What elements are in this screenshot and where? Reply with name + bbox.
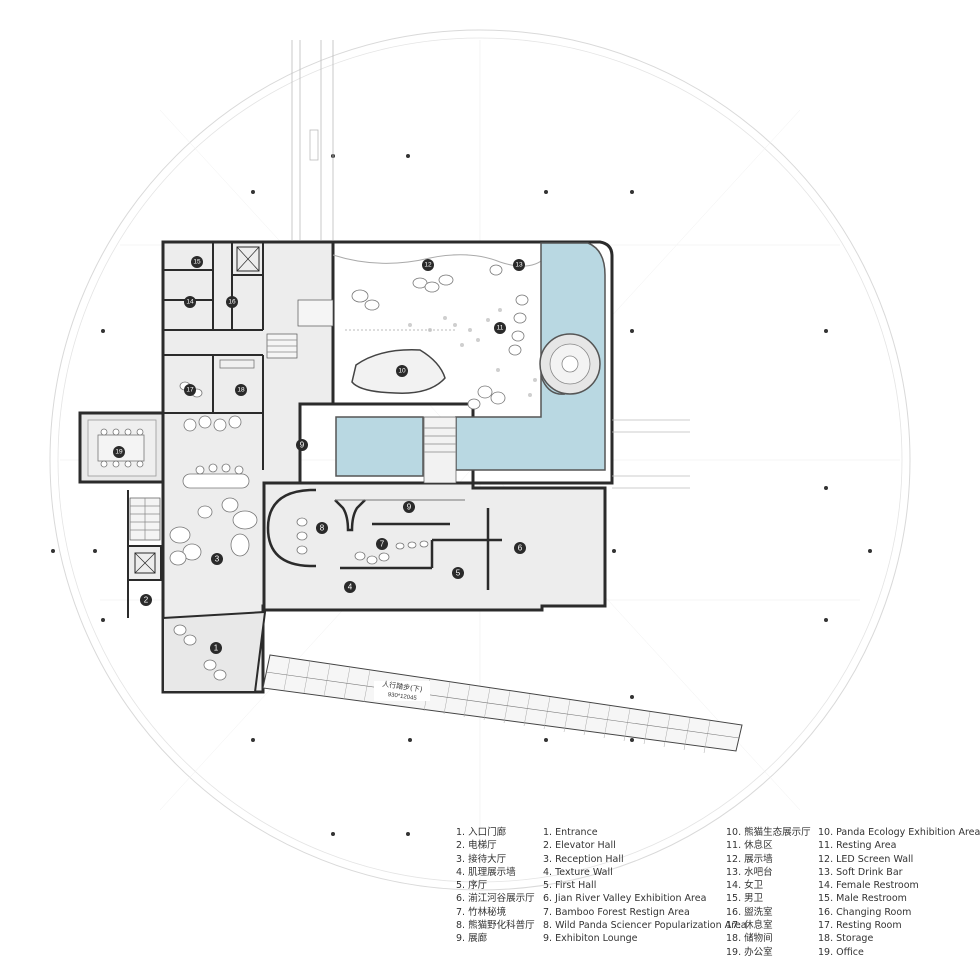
legend-item: 14. Female Restroom xyxy=(818,880,919,892)
legend-item: 14. 女卫 xyxy=(726,880,764,892)
svg-text:11: 11 xyxy=(497,325,504,332)
interior-walls xyxy=(124,242,264,618)
legend-cn-col1: 1. 入口门廊 2. 电梯厅 3. 接待大厅 4. 肌理展示墙 5. 序厅 6.… xyxy=(456,826,535,946)
svg-text:6: 6 xyxy=(518,544,523,553)
legend-item: 19. 办公室 xyxy=(726,946,773,958)
legend-item: 17. 休息室 xyxy=(726,920,773,932)
legend-item: 16. 盥洗室 xyxy=(726,906,773,918)
gallery-walls xyxy=(266,488,502,590)
legend-item: 1. 入口门廊 xyxy=(456,827,507,838)
svg-text:13: 13 xyxy=(515,262,523,269)
room-number-9a: 9 xyxy=(296,439,308,451)
svg-text:2: 2 xyxy=(144,596,149,605)
room-number-10: 10 xyxy=(396,365,408,377)
svg-text:9: 9 xyxy=(300,441,305,450)
legend-item: 13. 水吧台 xyxy=(726,866,773,878)
legend-item: 10. 熊猫生态展示厅 xyxy=(726,827,811,838)
legend-item: 17. Resting Room xyxy=(818,920,902,932)
room-number-14: 14 xyxy=(184,296,196,308)
legend-item: 9. 展廊 xyxy=(456,933,488,945)
legend-item: 18. Storage xyxy=(818,933,874,945)
central-stair xyxy=(423,416,457,484)
legend-en-col2: 10. Panda Ecology Exhibition Area 11. Re… xyxy=(818,826,980,959)
legend-item: 11. 休息区 xyxy=(726,840,773,852)
svg-text:1: 1 xyxy=(214,644,219,653)
legend-item: 7. Bamboo Forest Restign Area xyxy=(543,906,690,918)
room-number-13: 13 xyxy=(513,259,525,271)
room-number-2: 2 xyxy=(140,594,152,606)
svg-text:10: 10 xyxy=(398,368,406,375)
legend-item: 18. 储物间 xyxy=(726,933,773,945)
room-number-7: 7 xyxy=(376,538,388,550)
stair-west xyxy=(266,299,334,359)
room-number-1: 1 xyxy=(210,642,222,654)
legend-item: 16. Changing Room xyxy=(818,906,912,918)
svg-text:17: 17 xyxy=(186,387,194,394)
legend-item: 5. 序厅 xyxy=(456,880,488,892)
legend-item: 5. First Hall xyxy=(543,880,597,892)
floor-plan: 人行踏步(下) 930*12045 1 2 3 4 5 xyxy=(49,29,911,891)
svg-text:12: 12 xyxy=(424,262,432,269)
room-number-16: 16 xyxy=(226,296,238,308)
legend-item: 7. 竹林秘境 xyxy=(456,906,507,918)
room-number-9b: 9 xyxy=(403,501,415,513)
legend-item: 12. 展示墙 xyxy=(726,853,773,865)
svg-text:4: 4 xyxy=(348,583,353,592)
stair-south xyxy=(129,497,161,541)
ramp-label-box xyxy=(374,681,430,701)
legend-item: 15. Male Restroom xyxy=(818,893,907,905)
svg-text:14: 14 xyxy=(186,299,194,306)
furniture xyxy=(97,264,529,681)
svg-text:15: 15 xyxy=(193,259,201,266)
legend-item: 19. Office xyxy=(818,946,864,958)
room-number-5: 5 xyxy=(452,567,464,579)
svg-text:19: 19 xyxy=(115,449,123,456)
svg-text:18: 18 xyxy=(237,387,245,394)
svg-text:9: 9 xyxy=(407,503,412,512)
svg-text:3: 3 xyxy=(215,555,220,564)
legend-item: 8. 熊猫野化科普厅 xyxy=(456,920,535,932)
room-number-12: 12 xyxy=(422,259,434,271)
legend-item: 13. Soft Drink Bar xyxy=(818,866,903,878)
legend-item: 9. Exhibiton Lounge xyxy=(543,933,638,945)
legend-item: 8. Wild Panda Sciencer Popularization Ar… xyxy=(543,920,747,932)
legend-item: 12. LED Screen Wall xyxy=(818,853,914,865)
legend-item: 2. 电梯厅 xyxy=(456,840,497,852)
legend-item: 2. Elevator Hall xyxy=(543,840,616,852)
room-number-3: 3 xyxy=(211,553,223,565)
east-walkway xyxy=(612,419,690,489)
legend-item: 11. Resting Area xyxy=(818,840,897,852)
svg-text:5: 5 xyxy=(456,569,461,578)
column-dots xyxy=(51,154,872,836)
plant-dots xyxy=(408,308,537,397)
legend-item: 4. Texture Wall xyxy=(543,866,613,878)
room-number-11: 11 xyxy=(494,322,506,334)
legend-item: 6. 湔江河谷展示厅 xyxy=(456,893,535,905)
legend-cn-col2: 10. 熊猫生态展示厅 11. 休息区 12. 展示墙 13. 水吧台 14. … xyxy=(726,826,811,959)
legend-item: 1. Entrance xyxy=(543,827,598,838)
svg-text:7: 7 xyxy=(380,540,385,549)
room-number-19: 19 xyxy=(113,446,125,458)
legend-en-col1: 1. Entrance 2. Elevator Hall 3. Receptio… xyxy=(543,826,747,946)
room-number-15: 15 xyxy=(191,256,203,268)
room-number-18: 18 xyxy=(235,384,247,396)
legend-item: 3. Reception Hall xyxy=(543,853,624,865)
legend-item: 10. Panda Ecology Exhibition Area xyxy=(818,827,980,838)
ramp-label-dims: 930*12045 xyxy=(387,692,417,702)
legend-item: 3. 接待大厅 xyxy=(456,853,507,865)
legend-item: 4. 肌理展示墙 xyxy=(456,866,516,878)
svg-text:16: 16 xyxy=(228,299,236,306)
water-pools xyxy=(335,242,606,477)
svg-text:8: 8 xyxy=(320,524,325,533)
room-numbers: 1 2 3 4 5 6 7 8 9 9 10 11 12 13 14 15 16… xyxy=(113,256,526,654)
entry-path xyxy=(291,40,334,240)
pedestrian-ramp xyxy=(262,654,743,754)
legend-item: 15. 男卫 xyxy=(726,893,764,905)
room-number-6: 6 xyxy=(514,542,526,554)
room-number-8: 8 xyxy=(316,522,328,534)
room-number-4: 4 xyxy=(344,581,356,593)
room-number-17: 17 xyxy=(184,384,196,396)
legend-item: 6. Jian River Valley Exhibition Area xyxy=(543,893,707,905)
